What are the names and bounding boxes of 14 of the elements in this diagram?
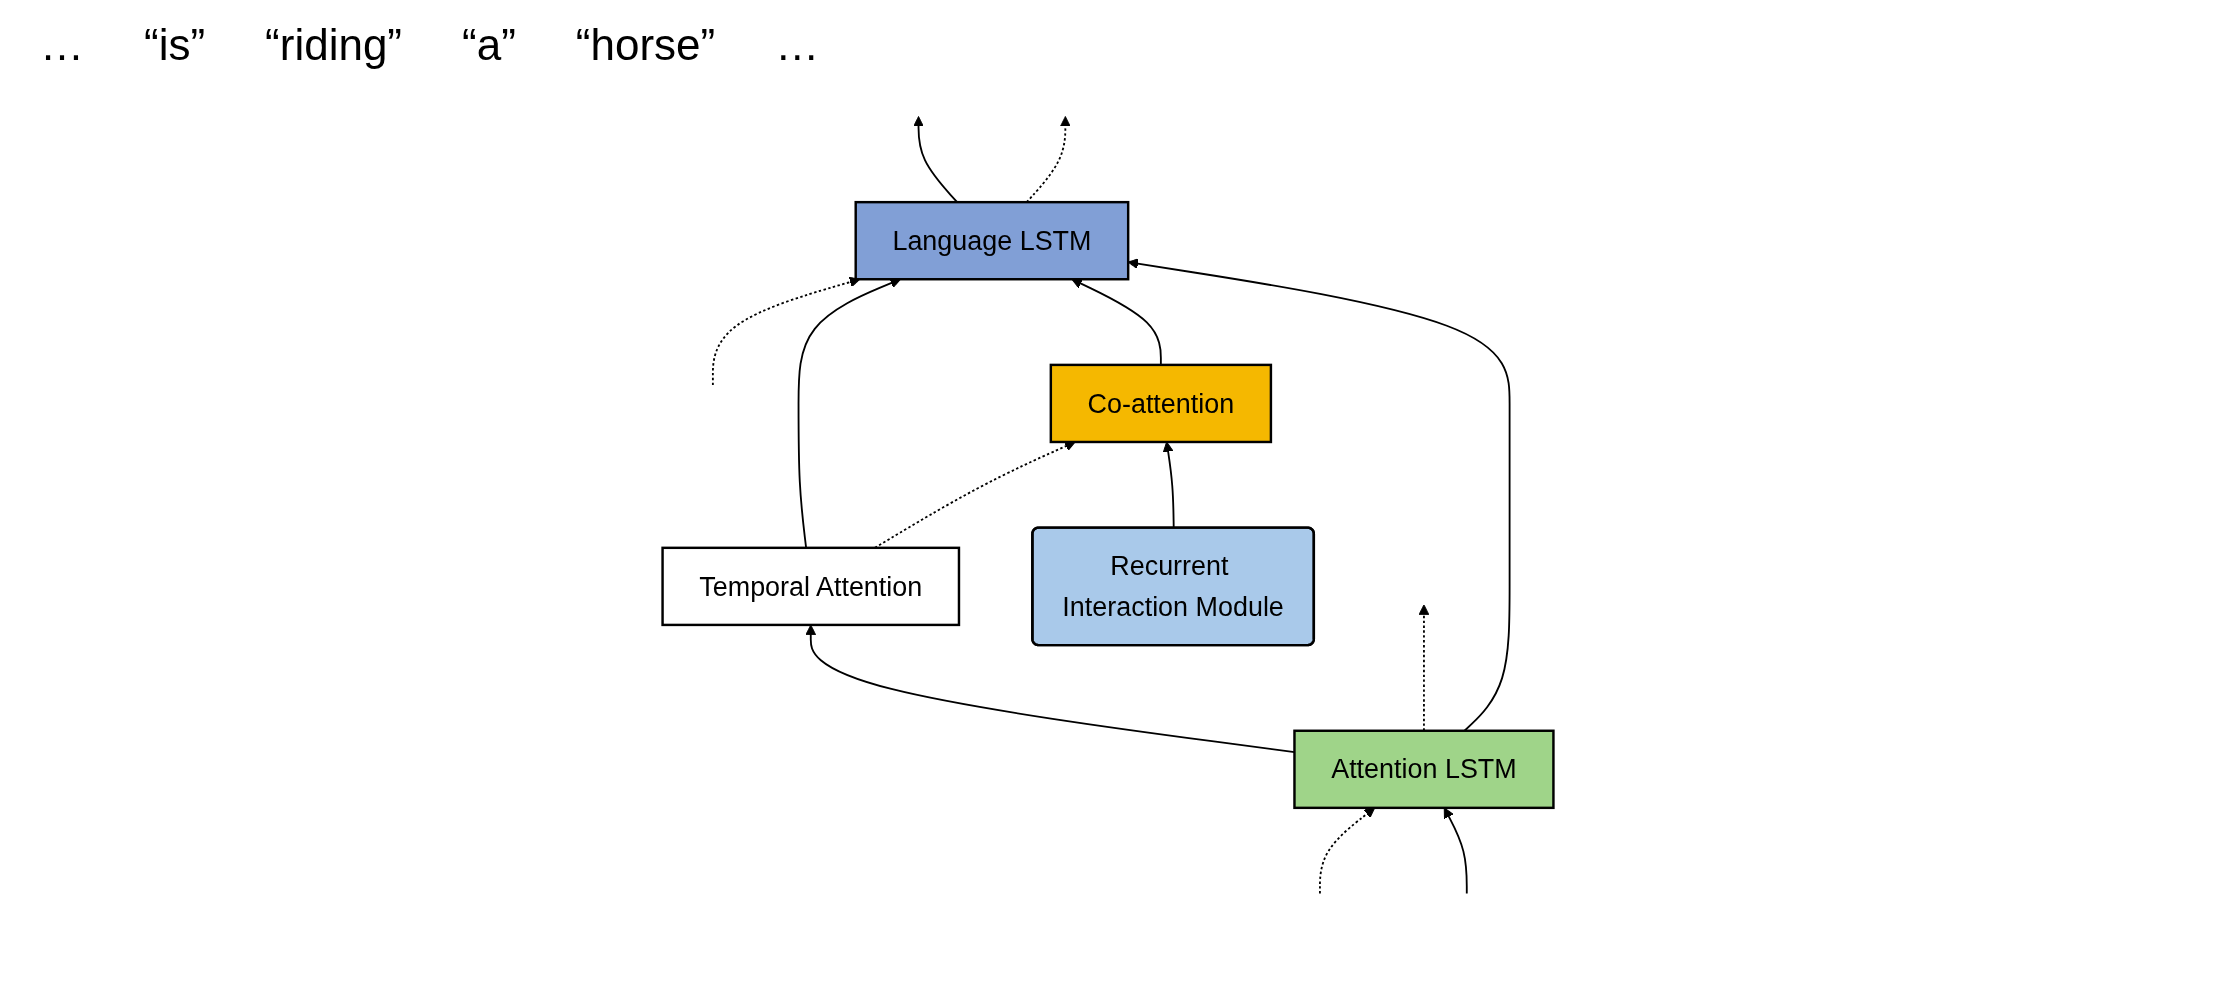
- arrow: [711, 276, 861, 386]
- output-word: “is”: [144, 20, 206, 70]
- process-box: Recurrent Interaction Module: [1031, 526, 1316, 647]
- process-box: Co-attention: [1049, 363, 1273, 444]
- process-box: Language LSTM: [854, 200, 1130, 281]
- arrow: [1443, 807, 1468, 895]
- output-word: …: [40, 20, 84, 70]
- output-word: “riding”: [265, 20, 402, 70]
- arrow: [1319, 807, 1376, 895]
- output-word: …: [775, 20, 820, 70]
- output-word: “a”: [462, 20, 516, 70]
- process-box: Temporal Attention: [661, 546, 961, 627]
- output-word: “horse”: [575, 20, 716, 70]
- process-box: Attention LSTM: [1293, 729, 1555, 810]
